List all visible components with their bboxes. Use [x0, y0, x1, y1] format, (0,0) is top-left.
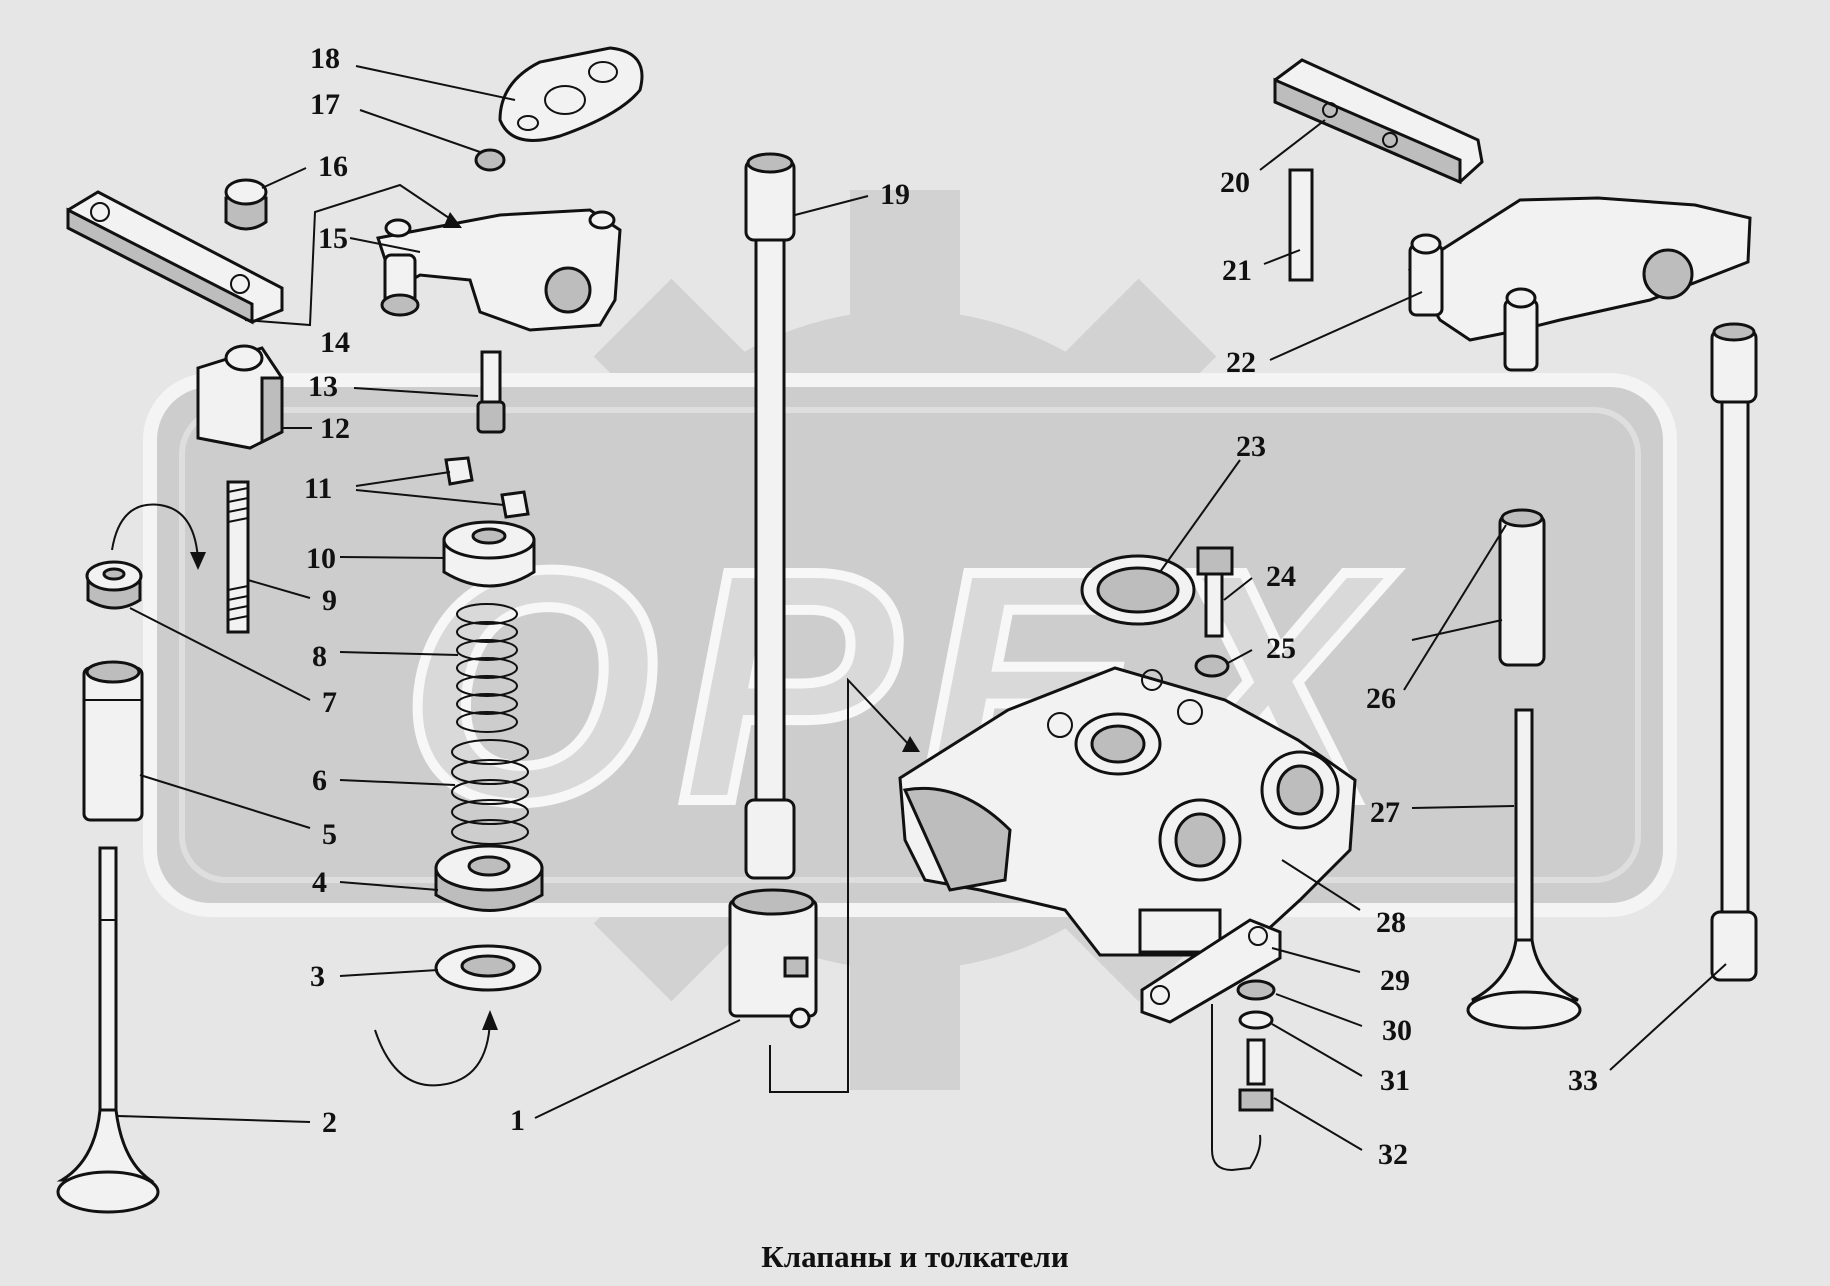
label-26: 26 [1366, 682, 1396, 715]
label-9: 9 [322, 584, 337, 617]
part-19-pushrod [744, 152, 796, 880]
part-27-valve [1466, 708, 1582, 1030]
part-17-nut [474, 148, 506, 172]
parts [56, 46, 1758, 1214]
label-7: 7 [322, 686, 337, 719]
assembly-path-1-28 [769, 677, 913, 1093]
part-30-washer [1236, 979, 1276, 1001]
label-11: 11 [304, 472, 332, 505]
label-1: 1 [510, 1104, 525, 1137]
part-11-cotter-a [444, 456, 474, 486]
part-20-bracket [1273, 58, 1484, 185]
label-12: 12 [320, 412, 350, 445]
part-26-pin [1498, 508, 1546, 667]
part-6-spring [451, 739, 529, 845]
part-5-bushing [82, 660, 144, 822]
label-16: 16 [318, 150, 348, 183]
label-24: 24 [1266, 560, 1296, 593]
part-3-washer [434, 944, 542, 992]
part-12-block [196, 344, 284, 450]
assembly-arrow-14-15 [244, 183, 456, 327]
rotation-arrow-bottom [374, 1019, 491, 1087]
leader-lines [117, 65, 1727, 1151]
label-22: 22 [1226, 346, 1256, 379]
label-18: 18 [310, 42, 340, 75]
rotation-arrow-top [111, 503, 199, 561]
label-27: 27 [1370, 796, 1400, 829]
label-33: 33 [1568, 1064, 1598, 1097]
part-7-cap [85, 560, 143, 610]
part-8-spring [456, 603, 518, 733]
part-4-rotator [434, 844, 544, 912]
label-5: 5 [322, 818, 337, 851]
label-23: 23 [1236, 430, 1266, 463]
label-6: 6 [312, 764, 327, 797]
label-21: 21 [1222, 254, 1252, 287]
label-13: 13 [308, 370, 338, 403]
label-20: 20 [1220, 166, 1250, 199]
part-24-bolt [1196, 546, 1234, 638]
part-16-nut [224, 178, 268, 231]
label-25: 25 [1266, 632, 1296, 665]
part-28-housing [898, 666, 1357, 957]
diagram-caption: Клапаны и толкатели [761, 1239, 1069, 1274]
watermark: ОРЕХ [143, 190, 1677, 1090]
label-17: 17 [310, 88, 340, 121]
label-4: 4 [312, 866, 327, 899]
label-10: 10 [306, 542, 336, 575]
part-11-cotter-b [500, 490, 530, 519]
part-2-valve [56, 846, 160, 1214]
label-32: 32 [1378, 1138, 1408, 1171]
label-28: 28 [1376, 906, 1406, 939]
part-33-pushrod [1710, 322, 1758, 982]
part-10-plate [442, 520, 536, 588]
label-2: 2 [322, 1106, 337, 1139]
label-8: 8 [312, 640, 327, 673]
label-31: 31 [1380, 1064, 1410, 1097]
part-23-seal [1080, 554, 1196, 626]
label-29: 29 [1380, 964, 1410, 997]
part-13-screw [476, 350, 506, 434]
part-29-plate [1140, 918, 1282, 1024]
label-15: 15 [318, 222, 348, 255]
part-32-bolt [1211, 1004, 1274, 1172]
part-22-rocker [1407, 196, 1752, 372]
label-19: 19 [880, 178, 910, 211]
label-3: 3 [310, 960, 325, 993]
part-15-rocker [376, 208, 622, 332]
label-30: 30 [1382, 1014, 1412, 1047]
callout-labels: 1 2 3 4 5 6 7 8 9 10 11 12 13 14 15 16 1… [304, 42, 1598, 1171]
part-25-washer [1194, 654, 1230, 678]
part-18-plate [498, 46, 644, 142]
part-14-bracket [66, 190, 284, 325]
part-31-washer [1238, 1010, 1274, 1030]
part-9-stud [226, 480, 250, 634]
part-1-tappet [728, 888, 818, 1029]
part-21-stud [1288, 168, 1314, 282]
label-14: 14 [320, 326, 350, 359]
